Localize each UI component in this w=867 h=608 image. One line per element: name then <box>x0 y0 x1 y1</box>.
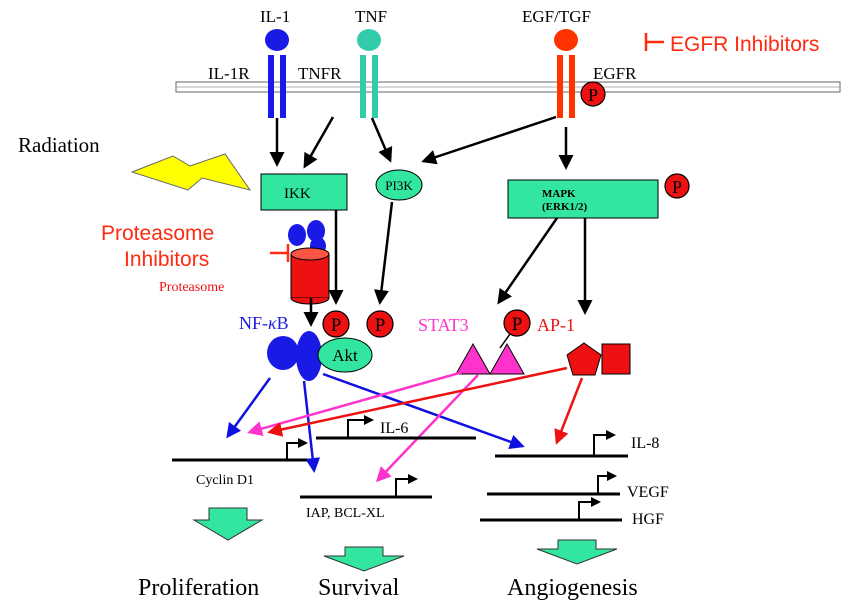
gene-vegf-label: VEGF <box>627 484 669 501</box>
receptor-il1r-left <box>268 55 274 118</box>
proteasome-label: Proteasome <box>159 280 224 295</box>
receptor-il1r-right <box>280 55 286 118</box>
angiogenesis-label: Angiogenesis <box>507 575 638 601</box>
proteasome-inhibitors-line2: Inhibitors <box>124 248 209 271</box>
akt-phospho: P <box>366 310 394 338</box>
signaling-arrows <box>269 115 593 327</box>
gene-vegf <box>487 471 620 496</box>
stat3-monomer-2 <box>489 342 525 375</box>
ap1-pentagon <box>566 342 602 376</box>
nfkb-label: NF-κB <box>239 313 289 333</box>
receptor-tnfr-right <box>372 55 378 118</box>
nfkb-subunit-p65 <box>296 331 322 381</box>
gene-il8-label: IL-8 <box>631 435 659 452</box>
svg-text:P: P <box>331 315 342 336</box>
angiogenesis-arrow <box>536 539 618 565</box>
akt-label: Akt <box>332 346 358 365</box>
ligand-il1 <box>265 29 289 51</box>
gene-cyclin-d1 <box>172 438 308 462</box>
ap1-square <box>601 343 631 375</box>
svg-text:P: P <box>672 177 682 197</box>
stat3-phospho: P <box>503 309 531 337</box>
radiation-label: Radiation <box>18 133 100 157</box>
nfkb-target-arrows <box>226 372 525 473</box>
gene-cyclin-d1-label: Cyclin D1 <box>196 473 254 488</box>
ligand-tnf-label: TNF <box>355 7 387 26</box>
mapk-label-line2: (ERK1/2) <box>542 201 588 213</box>
mapk-label-line1: MAPK <box>542 188 576 200</box>
stat3-phospho-link <box>499 333 511 349</box>
ap1-label: AP-1 <box>537 315 575 335</box>
gene-il8 <box>495 430 628 458</box>
gene-hgf <box>480 497 622 522</box>
ligand-egf <box>554 29 578 51</box>
egfr-inhibitor-symbol <box>644 33 664 51</box>
egfr-inhibitors-label: EGFR Inhibitors <box>670 33 819 56</box>
receptor-tnfr-label: TNFR <box>298 64 342 83</box>
pi3k-label: PI3K <box>385 178 413 193</box>
svg-text:P: P <box>588 85 598 105</box>
ikb-subunit-1 <box>288 224 306 246</box>
svg-text:P: P <box>375 315 386 336</box>
survival-arrow <box>323 546 405 572</box>
akt-node <box>317 337 373 373</box>
proteasome-inhibitor-symbol <box>270 244 290 262</box>
proteasome-cylinder <box>290 247 330 305</box>
survival-label: Survival <box>318 575 400 601</box>
gene-il6-label: IL-6 <box>380 420 408 437</box>
proliferation-label: Proliferation <box>138 575 259 601</box>
ikk-label: IKK <box>284 186 311 202</box>
stat3-label: STAT3 <box>418 315 469 335</box>
gene-iap-bclxl-label: IAP, BCL-XL <box>306 506 385 521</box>
nfkb-phospho: P <box>322 310 350 338</box>
stat3-target-arrows <box>247 368 479 483</box>
nfkb-subunit-p50 <box>267 336 299 370</box>
receptor-tnfr-left <box>360 55 366 118</box>
mapk-phospho: P <box>664 173 690 199</box>
gene-iap-bclxl <box>300 474 432 499</box>
ap1-target-arrows <box>267 366 584 445</box>
receptor-il1r-label: IL-1R <box>208 64 250 83</box>
ligand-egf-label: EGF/TGF <box>522 7 591 26</box>
egfr-phospho: P <box>580 81 606 107</box>
radiation-lightning-icon <box>130 153 252 191</box>
svg-text:P: P <box>512 314 523 335</box>
stat3-monomer-1 <box>455 342 491 375</box>
ikk-box <box>260 173 348 211</box>
ligand-il1-label: IL-1 <box>260 7 290 26</box>
proliferation-arrow <box>192 507 264 541</box>
receptor-egfr-label: EGFR <box>593 64 637 83</box>
pi3k-node <box>375 169 423 201</box>
proteasome-inhibitors-line1: Proteasome <box>101 222 214 245</box>
receptor-egfr-left <box>557 55 563 118</box>
ligand-tnf <box>357 29 381 51</box>
ikb-subunit-2 <box>307 220 325 242</box>
gene-il6 <box>316 415 476 440</box>
receptor-egfr-right <box>569 55 575 118</box>
gene-hgf-label: HGF <box>632 511 664 528</box>
mapk-box <box>507 179 659 219</box>
